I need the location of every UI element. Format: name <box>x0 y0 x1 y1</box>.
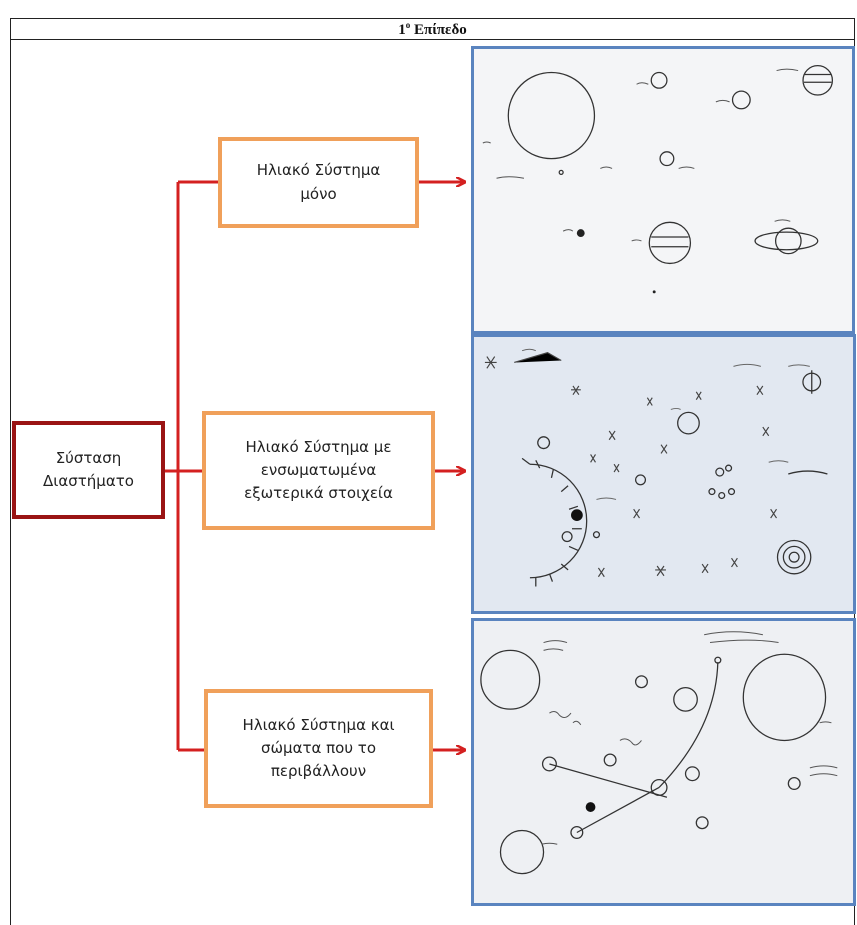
table-header: 1ο Επίπεδο <box>10 18 855 40</box>
drawing-panel-3 <box>471 618 856 906</box>
branch-node-solar-system-and-bodies: Ηλιακό Σύστημα και σώματα που το περιβάλλο… <box>204 689 433 808</box>
drawing-panel-1 <box>471 46 855 334</box>
root-label-line1: Σύσταση <box>55 448 122 467</box>
drawing-panel-2 <box>471 334 856 614</box>
branch-2-line3: εξωτερικά στοιχεία <box>244 484 393 503</box>
page-title: 1ο Επίπεδο <box>398 20 467 38</box>
branch-1-line1: Ηλιακό Σύστημα <box>256 161 381 180</box>
branch-2-line2: ενσωματωμένα <box>260 460 377 479</box>
solar-system-bodies-drawing <box>480 631 838 875</box>
branch-1-line2: μόνο <box>300 184 337 203</box>
branch-3-line1: Ηλιακό Σύστημα και <box>242 715 395 734</box>
root-label-line2: Διαστήματο <box>43 472 134 490</box>
branch-3-line2: σώματα που το <box>260 738 377 757</box>
branch-2-line1: Ηλιακό Σύστημα με <box>245 437 392 456</box>
branch-node-solar-system-with-external: Ηλιακό Σύστημα με ενσωματωμένα εξωτερικά σ… <box>202 411 435 530</box>
branch-node-solar-system-only: Ηλιακό Σύστημα μόνο <box>218 137 419 228</box>
solar-system-drawing <box>482 65 834 294</box>
branch-3-line3: περιβάλλουν <box>270 762 367 781</box>
solar-system-stars-drawing <box>484 348 828 587</box>
